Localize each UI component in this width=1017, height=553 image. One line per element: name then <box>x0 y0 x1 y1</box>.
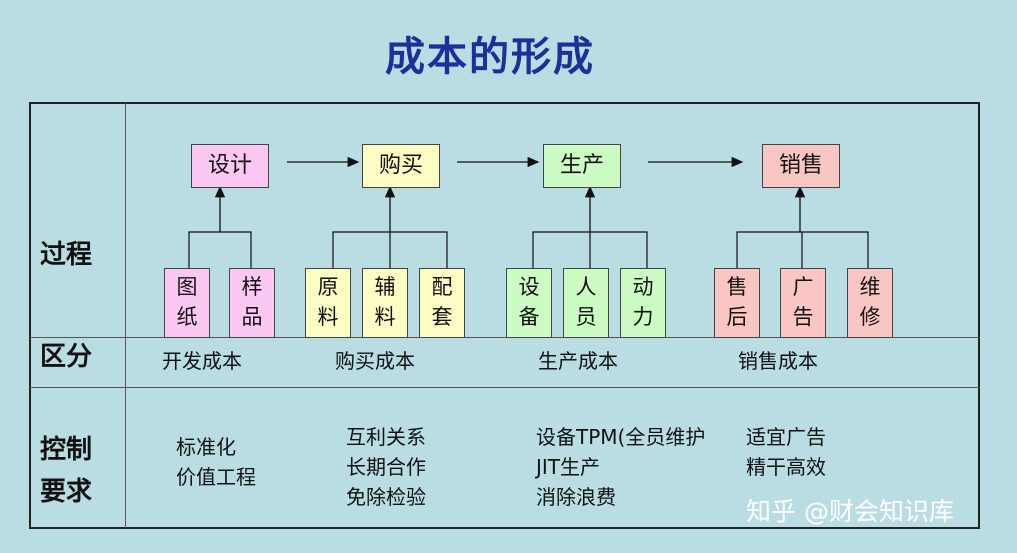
stage-sales: 销售 <box>762 144 840 188</box>
stage-production: 生产 <box>543 144 621 188</box>
control-purchase: 互利关系 长期合作 免除检验 <box>346 422 426 512</box>
row-divider-2 <box>30 387 979 388</box>
row-label-control: 控制 要求 <box>40 430 92 513</box>
category-production-cost: 生产成本 <box>538 349 618 373</box>
diagram-frame <box>29 102 980 529</box>
stage-sales-label: 销售 <box>778 153 823 178</box>
row-divider-1 <box>30 337 979 338</box>
sub-item-power: 动力 <box>620 268 666 338</box>
control-production-item: 消除浪费 <box>536 485 616 509</box>
row-label-control-line1: 控制 <box>40 435 93 465</box>
sub-item-maintenance: 维修 <box>847 268 893 338</box>
control-production-item: JIT生产 <box>536 455 601 479</box>
control-sales-item: 精干高效 <box>746 455 826 479</box>
category-sales-cost: 销售成本 <box>738 349 818 373</box>
sub-item-raw-materials: 原料 <box>305 268 351 338</box>
category-development-cost: 开发成本 <box>162 349 242 373</box>
sub-item-personnel: 人员 <box>563 268 609 338</box>
stage-design-label: 设计 <box>207 153 252 178</box>
control-design-item: 价值工程 <box>176 465 256 489</box>
sub-item-advertising: 广告 <box>780 268 826 338</box>
control-production-item: 设备TPM(全员维护 <box>536 425 706 449</box>
control-purchase-item: 长期合作 <box>346 455 426 479</box>
control-production: 设备TPM(全员维护 JIT生产 消除浪费 <box>536 422 705 512</box>
stage-design: 设计 <box>191 144 269 188</box>
sub-item-equipment: 设备 <box>506 268 552 338</box>
row-label-category: 区分 <box>40 342 93 372</box>
row-label-process: 过程 <box>40 240 93 270</box>
control-purchase-item: 免除检验 <box>346 485 426 509</box>
control-sales-item: 适宜广告 <box>746 425 826 449</box>
sub-item-components: 配套 <box>419 268 465 338</box>
control-design: 标准化 价值工程 <box>176 432 256 492</box>
label-column-divider <box>125 103 126 528</box>
control-purchase-item: 互利关系 <box>346 425 426 449</box>
stage-purchase-label: 购买 <box>378 153 423 178</box>
watermark: 知乎 @财会知识库 <box>746 497 954 526</box>
category-purchase-cost: 购买成本 <box>335 349 415 373</box>
row-label-control-line2: 要求 <box>40 476 93 507</box>
control-design-item: 标准化 <box>176 435 236 459</box>
page-title: 成本的形成 <box>385 34 595 80</box>
sub-item-samples: 样品 <box>229 268 275 338</box>
sub-item-after-sales: 售后 <box>714 268 760 338</box>
design-branch <box>188 231 252 268</box>
stage-production-label: 生产 <box>559 153 604 178</box>
sub-item-auxiliary-materials: 辅料 <box>362 268 408 338</box>
control-sales: 适宜广告 精干高效 <box>746 422 826 482</box>
sub-item-drawings: 图纸 <box>164 268 210 338</box>
stage-purchase: 购买 <box>362 144 440 188</box>
